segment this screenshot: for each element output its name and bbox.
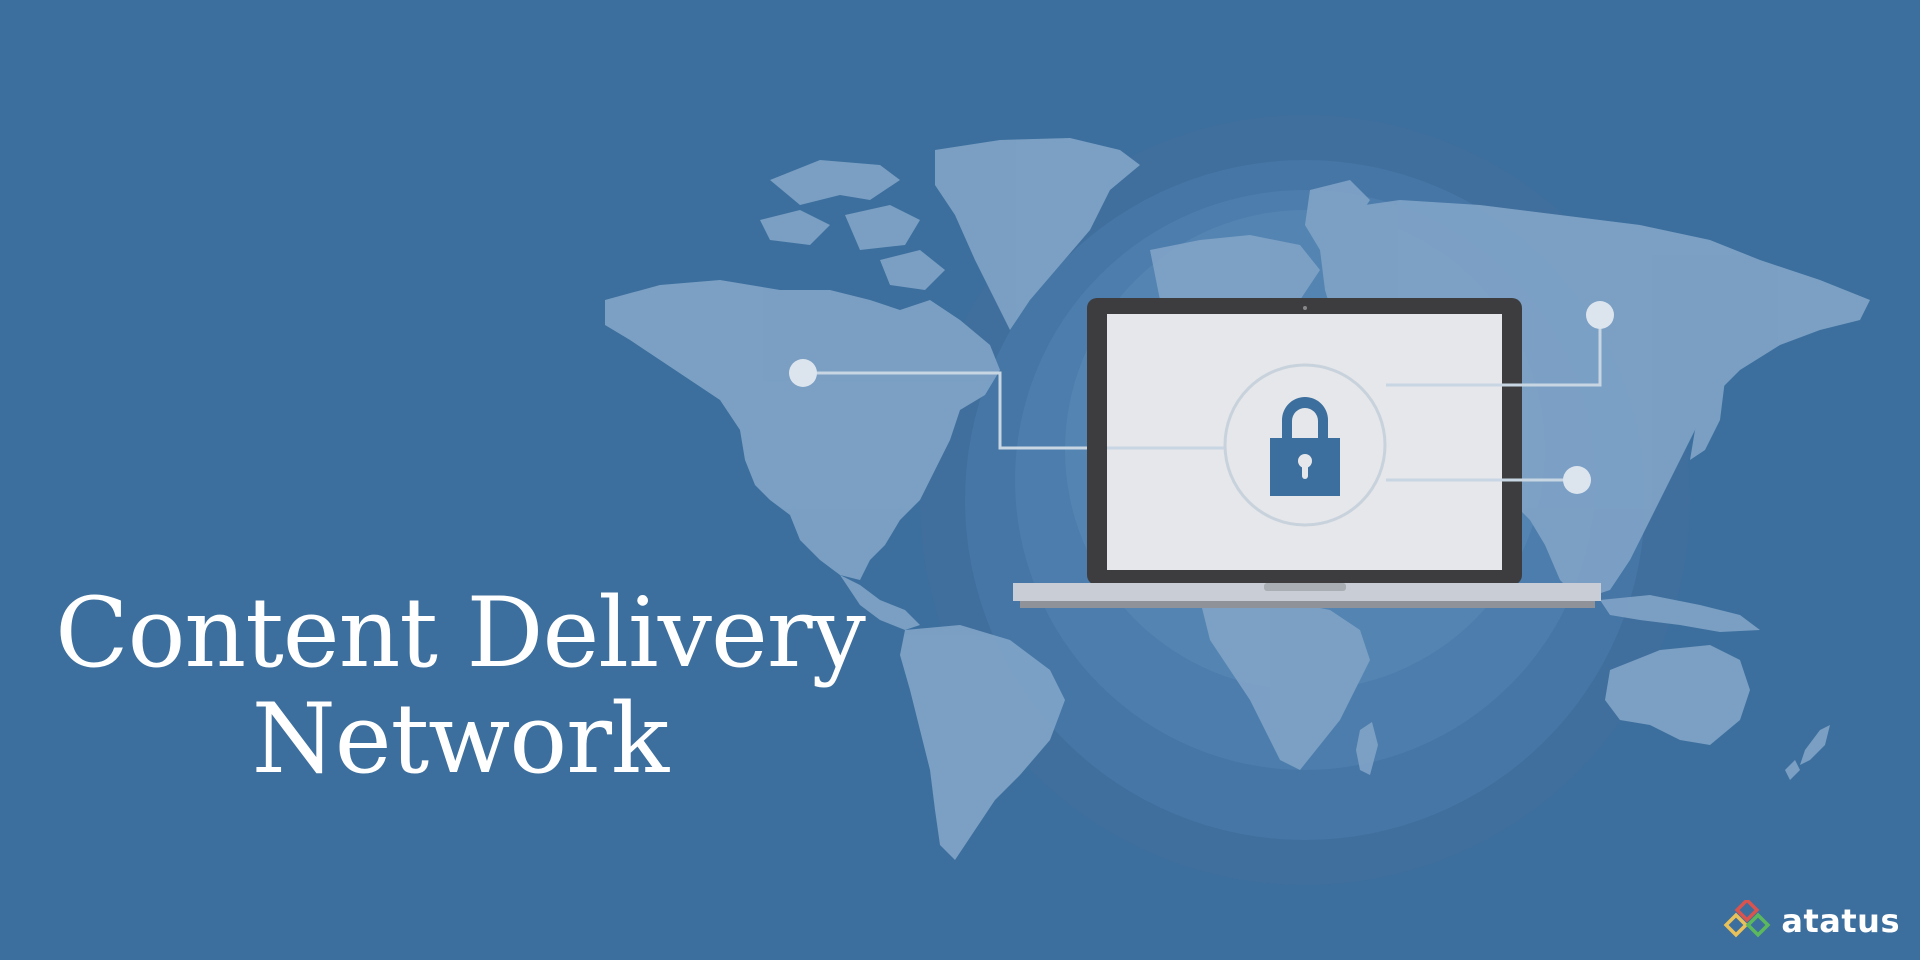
network-nodes [789,301,1614,494]
hero-title-line-2: Network [251,683,669,795]
laptop-trackpad-notch [1264,583,1346,591]
laptop-base-shadow [1020,601,1595,608]
brand-logo[interactable]: atatus [1723,900,1900,942]
screen-connectors [1107,383,1522,482]
atatus-diamonds-logo-icon [1724,900,1771,938]
brand-name: atatus [1781,902,1900,940]
laptop-base [1013,583,1601,601]
lock-ring [1223,363,1387,527]
node-north-asia [1586,301,1614,329]
node-north-america [789,359,817,387]
padlock-icon [1270,397,1340,496]
hero-title-line-1: Content Delivery [55,577,866,689]
hero-title: Content Delivery Network [40,580,880,792]
laptop-camera [1303,306,1307,310]
node-east-asia [1563,466,1591,494]
